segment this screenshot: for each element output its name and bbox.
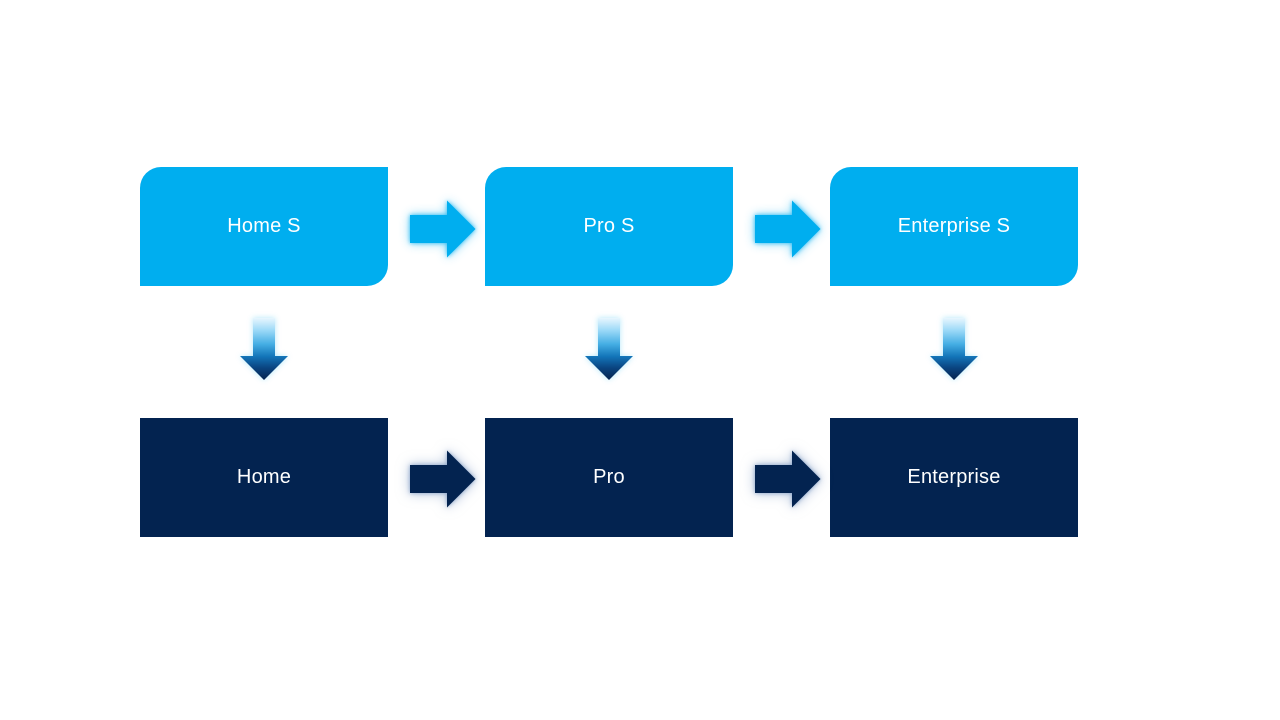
right-arrow-icon <box>755 450 821 508</box>
node-enterprise-s-label: Enterprise S <box>897 215 1011 237</box>
node-pro-s: Pro S <box>485 167 733 286</box>
node-home-s-label: Home S <box>227 215 301 237</box>
down-arrow-icon <box>585 318 633 380</box>
node-pro-s-label: Pro S <box>583 215 635 237</box>
down-arrow-icon <box>930 318 978 380</box>
node-home: Home <box>140 418 388 537</box>
right-arrow-icon <box>410 450 476 508</box>
right-arrow-icon <box>755 200 821 258</box>
node-enterprise-label: Enterprise <box>907 466 1001 488</box>
node-pro: Pro <box>485 418 733 537</box>
node-home-label: Home <box>236 466 292 488</box>
right-arrow-icon <box>410 200 476 258</box>
down-arrow-icon <box>240 318 288 380</box>
node-enterprise-s: Enterprise S <box>830 167 1078 286</box>
node-pro-label: Pro <box>593 466 625 488</box>
node-home-s: Home S <box>140 167 388 286</box>
node-enterprise: Enterprise <box>830 418 1078 537</box>
